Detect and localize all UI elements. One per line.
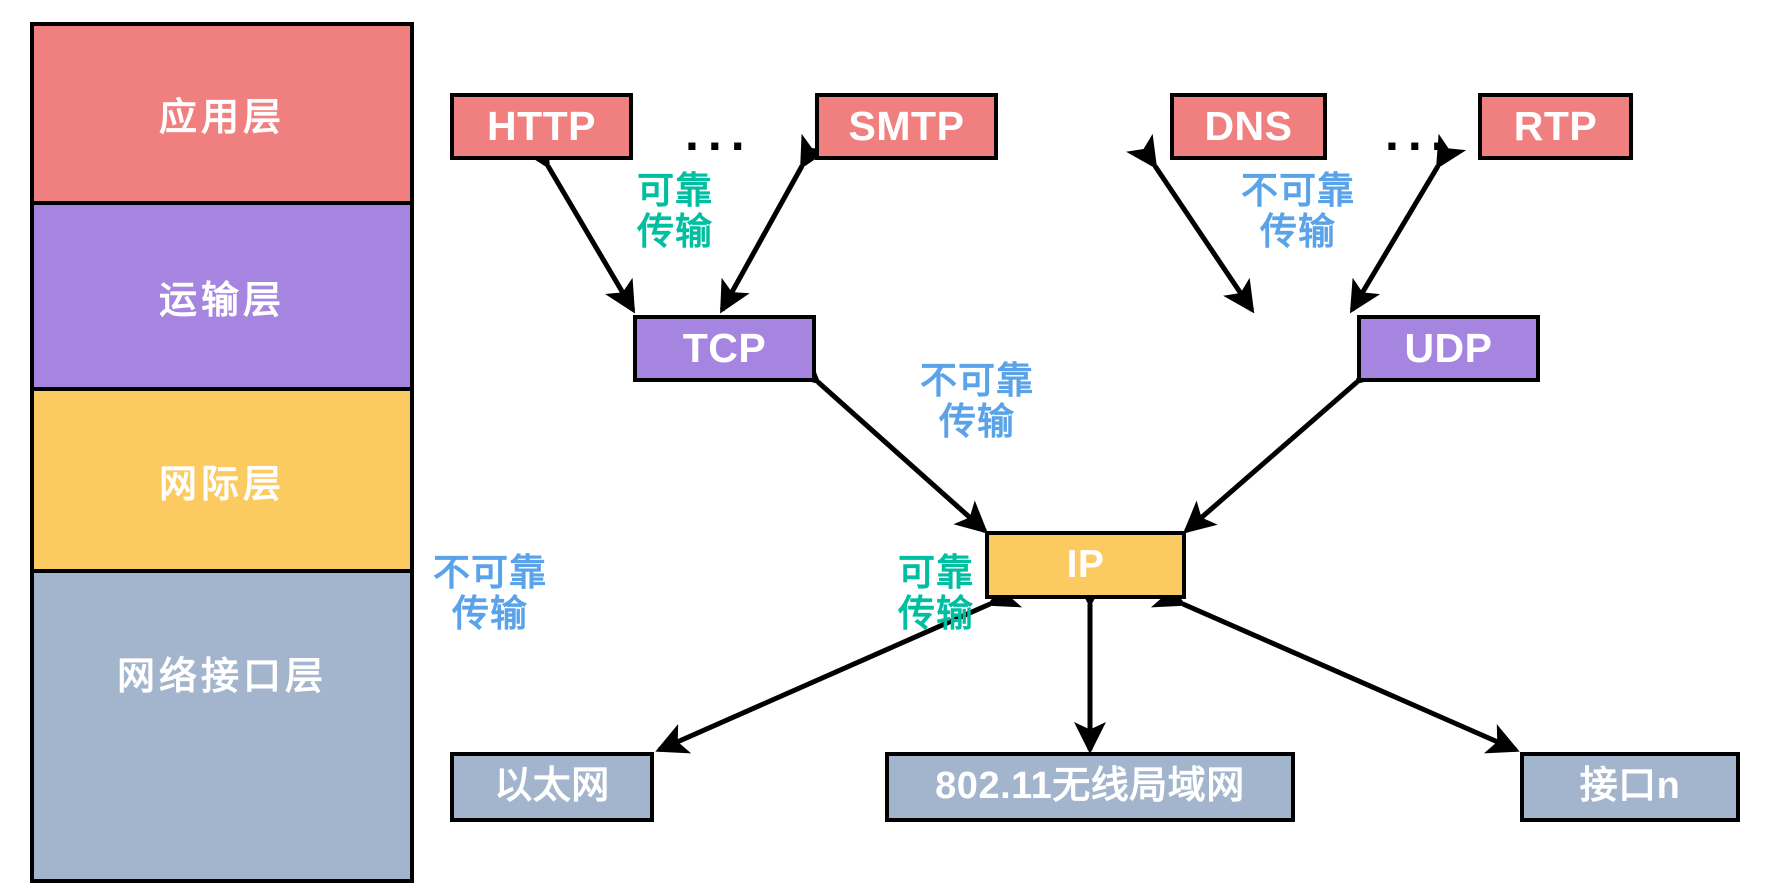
node-label-udp: UDP [1404, 324, 1493, 371]
annotation-tcp-reliable-line2: 传输 [637, 211, 713, 253]
layer-label-transport: 运输层 [158, 279, 285, 322]
node-label-ip: IP [1066, 542, 1105, 586]
annotation-wlan-reliable-line2: 传输 [898, 593, 974, 635]
layer-box-internet: 网际层 [30, 391, 414, 573]
layer-box-link: 网络接口层 [30, 573, 414, 883]
node-label-http: HTTP [486, 102, 597, 149]
annotation-ethernet-unreliable-line1: 不可靠 [433, 552, 547, 593]
annotation-ip-unreliable: 不可靠 传输 [897, 360, 1057, 443]
node-rtp[interactable]: RTP [1478, 93, 1633, 160]
node-ethernet[interactable]: 以太网 [450, 752, 654, 822]
ellipsis-label-left: ... [685, 105, 754, 161]
ellipsis-label-right: ... [1385, 105, 1454, 161]
annotation-tcp-reliable-line1: 可靠 [637, 170, 713, 211]
node-dns[interactable]: DNS [1170, 93, 1327, 160]
node-interface-n[interactable]: 接口n [1520, 752, 1740, 822]
annotation-wlan-reliable: 可靠 传输 [856, 552, 1016, 635]
node-http[interactable]: HTTP [450, 93, 633, 160]
node-tcp[interactable]: TCP [633, 315, 816, 382]
arrow-ip-ifacen [1150, 578, 1520, 754]
layer-label-link: 网络接口层 [116, 656, 327, 698]
layer-box-transport: 运输层 [30, 205, 414, 391]
annotation-udp-unreliable-line2: 传输 [1260, 211, 1336, 253]
layer-box-application: 应用层 [30, 22, 414, 205]
ellipsis-application-left: ... [685, 108, 754, 158]
node-smtp[interactable]: SMTP [815, 93, 998, 160]
annotation-udp-unreliable: 不可靠 传输 [1218, 170, 1378, 253]
annotation-ethernet-unreliable-line2: 传输 [452, 593, 528, 635]
node-label-ethernet: 以太网 [494, 765, 610, 808]
node-label-interface-n: 接口n [1579, 765, 1681, 808]
node-ip[interactable]: IP [985, 531, 1186, 599]
annotation-ethernet-unreliable: 不可靠 传输 [410, 552, 570, 635]
annotation-udp-unreliable-line1: 不可靠 [1241, 170, 1355, 211]
node-wlan[interactable]: 802.11无线局域网 [885, 752, 1295, 822]
node-label-smtp: SMTP [848, 102, 965, 149]
annotation-ip-unreliable-line1: 不可靠 [920, 360, 1034, 401]
node-label-rtp: RTP [1513, 102, 1598, 149]
layer-label-internet: 网际层 [158, 463, 285, 506]
arrow-udp-ip [1182, 351, 1389, 534]
node-label-dns: DNS [1204, 102, 1293, 149]
annotation-wlan-reliable-line1: 可靠 [898, 552, 974, 593]
node-udp[interactable]: UDP [1357, 315, 1540, 382]
layer-label-application: 应用层 [158, 97, 285, 139]
node-label-wlan: 802.11无线局域网 [935, 765, 1245, 808]
annotation-tcp-reliable: 可靠 传输 [595, 170, 755, 253]
annotation-ip-unreliable-line2: 传输 [939, 401, 1015, 443]
node-label-tcp: TCP [682, 324, 767, 371]
ellipsis-application-right: ... [1385, 108, 1454, 158]
